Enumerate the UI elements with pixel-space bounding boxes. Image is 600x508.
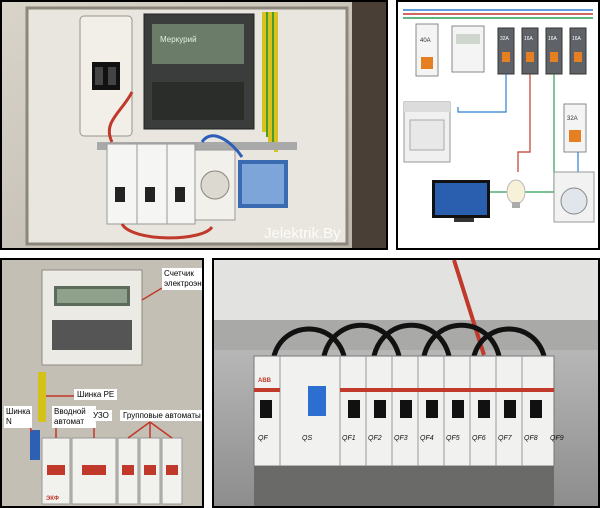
labeled-board-panel: ЭКФ Счетчик электроэнергии Шинка PE Шинк… [0,258,204,508]
rcd-callout-label: УЗО [90,410,112,421]
breaker-tag-qf6: QF6 [472,435,486,442]
breaker-tag-qf: QF [258,435,268,442]
watermark-text: Jelektrik.By [264,225,341,242]
meter-brand-label: Меркурий [160,35,197,44]
breaker-tag-qf8: QF8 [524,435,538,442]
breaker-tag-qf4: QF4 [420,435,434,442]
breaker-rating-main: 40A [420,38,431,44]
breaker-tag-qf1: QF1 [342,435,356,442]
wiring-diagram-panel: 40A 32A 16A 16A 16A 32A [396,0,600,250]
breaker-rating-rcd: 32A [567,116,578,122]
meter-callout-label: Счетчик электроэнергии [162,268,202,290]
breaker-rating-group-3: 16A [548,36,558,42]
breaker-tag-qf2: QF2 [368,435,382,442]
brand-label: ЭКФ [46,496,59,502]
n-bus-callout-label: Шинка N [4,406,32,428]
group-breakers-callout-label: Групповые автоматы [120,410,202,421]
breaker-rating-group-1: 32A [500,36,510,42]
input-breaker-callout-label: Вводной автомат [52,406,96,428]
photo-panel-distribution-box: Меркурий Jelektrik.By [0,0,388,250]
breaker-rating-group-4: 16A [572,36,582,42]
breaker-tag-qf9: QF9 [550,435,564,442]
pe-bus-callout-label: Шинка PE [74,389,118,400]
breaker-tag-qf3: QF3 [394,435,408,442]
breaker-tag-qs: QS [302,435,312,442]
photo-distribution-box-illustration: Меркурий Jelektrik.By [2,2,386,248]
abb-breakers-illustration: ABB QF QS QF1 QF2 QF3 QF4 QF5 QF6 QF7 QF… [214,260,598,506]
breaker-tag-qf5: QF5 [446,435,460,442]
labeled-board-photo-illustration: ЭКФ [2,260,202,506]
brand-label: ABB [258,378,272,384]
abb-breakers-photo-panel: ABB QF QS QF1 QF2 QF3 QF4 QF5 QF6 QF7 QF… [212,258,600,508]
wiring-diagram-illustration: 40A 32A 16A 16A 16A 32A [403,9,595,223]
breaker-tag-qf7: QF7 [498,435,513,442]
breaker-rating-group-2: 16A [524,36,534,42]
